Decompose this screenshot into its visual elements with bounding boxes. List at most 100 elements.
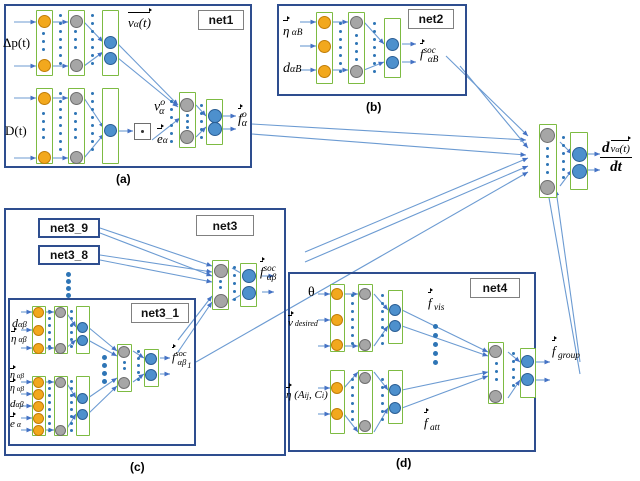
net2-node-h-1 [349,16,363,29]
net1-node-in-4 [37,151,51,164]
panel-net3-1 [8,298,196,446]
final-out-node-top [572,147,587,162]
net3-8-tag: net3_8 [38,245,100,265]
net3-1-merge-node-top [118,346,130,358]
net1-node-h-2 [69,59,83,72]
net3-1-input-d-b3: dαβ [10,398,24,410]
net4-input-theta: θ [308,285,315,300]
net3-merge-node-bot [213,294,228,308]
final-d-symbol: d [602,140,610,156]
net3-1-node-b-h1 [55,377,66,388]
final-merge-col [539,124,557,198]
net2-output-f-soc: fsocαB [420,39,439,66]
net1-input-d: D(t) [5,123,27,138]
net4-col-b3 [388,370,403,424]
net1-node-h-1 [69,15,83,28]
net4-col-t3 [388,290,403,344]
net3-1-node-t-o1 [77,322,88,333]
net1-merge-node-bot [180,130,194,144]
net1-node-in-1 [37,15,51,28]
net4-col-b1 [330,370,345,434]
net4-merge-node-top [489,345,502,358]
final-output-derivative: dvα(t) dt [600,136,632,176]
net3-1-node-b-o1 [77,393,88,404]
net4-node-t-o1 [389,304,401,316]
net1-node-h-4 [69,151,83,164]
net1-node-in-3 [37,92,51,105]
caption-b: (b) [366,100,382,114]
final-denominator: dt [610,159,622,175]
net4-node-b-in2 [331,408,343,420]
net2-node-out-1 [385,38,399,51]
caption-a: (a) [116,172,131,186]
net4-node-b-in1 [331,382,343,394]
net1-out-node-top [207,109,222,123]
net1-input-dp: Δp(t) [3,35,31,50]
final-numerator: dvα(t) [600,136,632,158]
net4-col-b2 [358,370,373,434]
net4-tag: net4 [470,278,520,298]
net4-out-node-bot [521,373,534,386]
net4-node-t-o2 [389,320,401,332]
dot-product-box [134,123,151,140]
net1-label-e-alpha: eα [157,123,168,146]
net1-node-h-3 [69,92,83,105]
caption-d: (d) [396,456,412,470]
net4-input-eta-aij-ci: η (Aij, Ci) [286,383,328,401]
net1-out-node-bot [207,122,222,136]
net4-node-t-in3 [331,339,343,351]
net4-node-b-h2 [359,420,371,432]
final-merge-node-top [540,128,555,143]
net1-label-v-alpha-o: voα [154,97,166,117]
net3-1-out-node-top [145,353,157,365]
net3-1-input-eta-b1: η αβ [10,364,25,381]
net1-node-o-1 [103,36,117,49]
net3-1-input-e-b4: e α [10,412,22,430]
net4-merge-node-bot [489,390,502,403]
net4-node-t-in1 [331,288,343,300]
net2-input-d: dαB [283,61,302,76]
net3-1-col-b3 [76,376,90,436]
net3-1-node-b-in5 [33,425,44,436]
net4-col-t2 [358,284,373,352]
net3-1-node-t-in2 [33,325,44,336]
net2-node-in-2 [317,40,331,53]
net3-1-node-t-in1 [33,307,44,318]
net3-tag: net3 [196,215,254,236]
net4-node-b-o1 [389,384,401,396]
net3-1-out-node-bot [145,369,157,381]
net3-1-node-b-in4 [33,413,44,424]
net1-merge-node-top [180,98,194,112]
net3-1-node-b-in2 [33,389,44,400]
net1-node-o-2 [103,52,117,65]
panel-net3 [4,208,286,456]
net3-1-node-b-in3 [33,401,44,412]
net2-node-h-2 [349,65,363,78]
net3-merge-node-top [213,264,228,278]
net2-tag: net2 [408,9,454,29]
final-merge-node-bot [540,180,555,195]
net3-1-node-t-in3 [33,343,44,354]
net1-output-f-alpha-o: foα [238,103,248,129]
net3-1-output-f-soc: fsocαβ1 [172,343,192,370]
net2-node-in-3 [317,65,331,78]
net3-1-node-t-h2 [55,343,66,354]
panel-net1 [4,4,252,168]
net4-label-f-vis: f vis [428,287,445,313]
net3-1-input-eta-b2: η αβ [10,377,25,394]
net4-node-t-h2 [359,339,371,351]
panel-net2 [277,4,467,96]
net4-node-b-o2 [389,402,401,414]
net3-output-f-soc: fsocαβ [260,257,277,284]
net2-node-out-2 [385,56,399,69]
net3-1-node-t-h1 [55,307,66,318]
net3-1-node-b-h2 [55,425,66,436]
net1-node-o-3 [103,124,117,137]
net1-node-in-2 [37,59,51,72]
net3-1-tag: net3_1 [131,303,189,323]
net3-1-node-b-o2 [77,409,88,420]
net3-out-node-top [241,269,256,283]
net3-out-node-bot [241,286,256,300]
net4-label-f-att: f att [424,407,440,433]
